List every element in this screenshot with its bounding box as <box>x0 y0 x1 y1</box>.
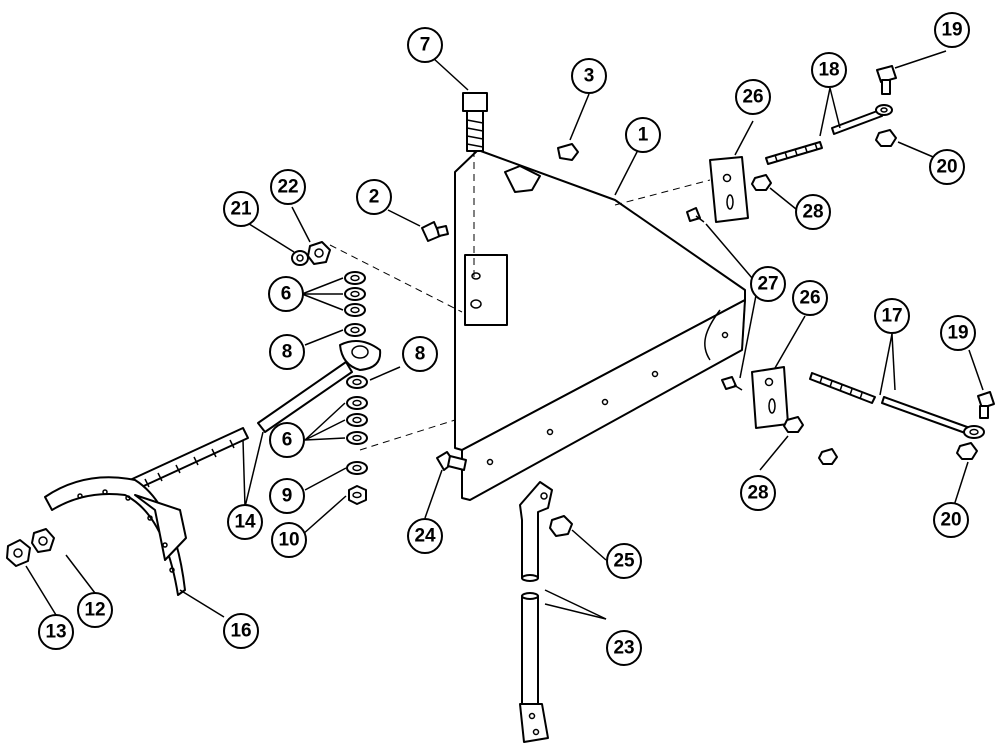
nut-20-upper <box>875 129 897 147</box>
callout-16: 16 <box>223 613 259 649</box>
callout-17: 17 <box>874 298 910 334</box>
nut-21 <box>291 250 309 266</box>
svg-text:19: 19 <box>947 323 968 344</box>
callout-1: 1 <box>625 117 661 153</box>
svg-text:1: 1 <box>638 125 649 146</box>
svg-text:24: 24 <box>414 526 436 547</box>
svg-text:7: 7 <box>420 35 431 56</box>
nut-3 <box>557 143 579 161</box>
svg-text:17: 17 <box>881 306 902 327</box>
svg-text:19: 19 <box>941 20 962 41</box>
nut-28-extra <box>818 448 838 465</box>
svg-text:18: 18 <box>818 60 839 81</box>
svg-text:9: 9 <box>282 486 293 507</box>
nut-12 <box>31 528 55 553</box>
rod-17 <box>809 372 985 439</box>
assembly-line-top <box>329 244 463 313</box>
nut-28-upper <box>751 174 772 191</box>
bolt-27-upper <box>686 207 705 223</box>
callout-21: 21 <box>223 191 259 227</box>
callout-13: 13 <box>38 614 74 650</box>
svg-text:2: 2 <box>369 187 380 208</box>
washer-stack-upper <box>344 271 366 337</box>
main-plate <box>454 149 746 501</box>
callout-28-lower: 28 <box>740 475 776 511</box>
svg-text:6: 6 <box>281 284 292 305</box>
callout-9: 9 <box>269 478 305 514</box>
callout-6-upper: 6 <box>268 276 304 312</box>
callout-7: 7 <box>407 27 443 63</box>
callout-3: 3 <box>571 58 607 94</box>
svg-text:26: 26 <box>742 87 763 108</box>
callout-8-left: 8 <box>269 334 305 370</box>
bracket-plate-26-lower <box>751 366 789 429</box>
bracket-16 <box>44 476 187 596</box>
svg-text:12: 12 <box>84 600 105 621</box>
svg-text:21: 21 <box>230 199 252 220</box>
callout-10: 10 <box>271 522 307 558</box>
callout-26-upper: 26 <box>735 79 771 115</box>
callout-28-upper: 28 <box>795 194 831 230</box>
callout-20-lower: 20 <box>933 502 969 538</box>
svg-text:13: 13 <box>45 622 66 643</box>
callout-19-lower: 19 <box>940 315 976 351</box>
svg-text:25: 25 <box>613 551 635 572</box>
bolt-2 <box>421 221 449 242</box>
callout-6-lower: 6 <box>269 422 305 458</box>
svg-text:3: 3 <box>584 66 595 87</box>
svg-text:20: 20 <box>936 157 957 178</box>
callout-27: 27 <box>750 266 786 302</box>
nut-22 <box>307 241 331 265</box>
svg-text:6: 6 <box>282 430 293 451</box>
callout-25: 25 <box>606 543 642 579</box>
callouts: 1 2 3 6 6 7 8 8 9 10 12 13 14 16 17 18 1… <box>38 12 976 666</box>
nut-25 <box>549 515 573 537</box>
bolt-19-upper <box>876 65 897 95</box>
svg-text:26: 26 <box>799 288 820 309</box>
callout-20-upper: 20 <box>929 149 965 185</box>
callout-19-upper: 19 <box>934 12 970 48</box>
assembly-line-bracket <box>614 179 711 206</box>
washer-stack-lower <box>346 375 368 505</box>
svg-text:8: 8 <box>415 344 426 365</box>
svg-text:28: 28 <box>802 202 823 223</box>
svg-text:23: 23 <box>613 638 634 659</box>
bracket-plate-26-upper <box>709 156 749 223</box>
bolt-7 <box>462 92 488 152</box>
nut-20-lower <box>956 442 978 460</box>
support-link-23 <box>519 481 553 743</box>
bolt-24 <box>436 451 467 471</box>
nut-28-lower <box>783 416 804 433</box>
svg-text:27: 27 <box>757 274 778 295</box>
bolt-19-lower <box>977 391 995 419</box>
callout-8-right: 8 <box>402 336 438 372</box>
callout-23: 23 <box>606 630 642 666</box>
svg-text:20: 20 <box>940 510 961 531</box>
svg-text:22: 22 <box>277 177 298 198</box>
svg-text:28: 28 <box>747 483 768 504</box>
svg-text:16: 16 <box>230 621 251 642</box>
callout-12: 12 <box>77 592 113 628</box>
svg-text:10: 10 <box>278 530 299 551</box>
nut-13 <box>6 539 31 567</box>
svg-text:8: 8 <box>282 342 293 363</box>
svg-text:14: 14 <box>234 512 256 533</box>
bolt-27-lower <box>721 376 743 391</box>
callout-2: 2 <box>356 179 392 215</box>
callout-22: 22 <box>270 169 306 205</box>
callout-18: 18 <box>811 52 847 88</box>
callout-26-lower: 26 <box>792 280 828 316</box>
rod-18 <box>765 104 893 165</box>
tie-rod-14 <box>129 340 382 491</box>
callout-14: 14 <box>227 504 263 540</box>
assembly-line-bottom <box>359 419 456 451</box>
callout-24: 24 <box>407 518 443 554</box>
